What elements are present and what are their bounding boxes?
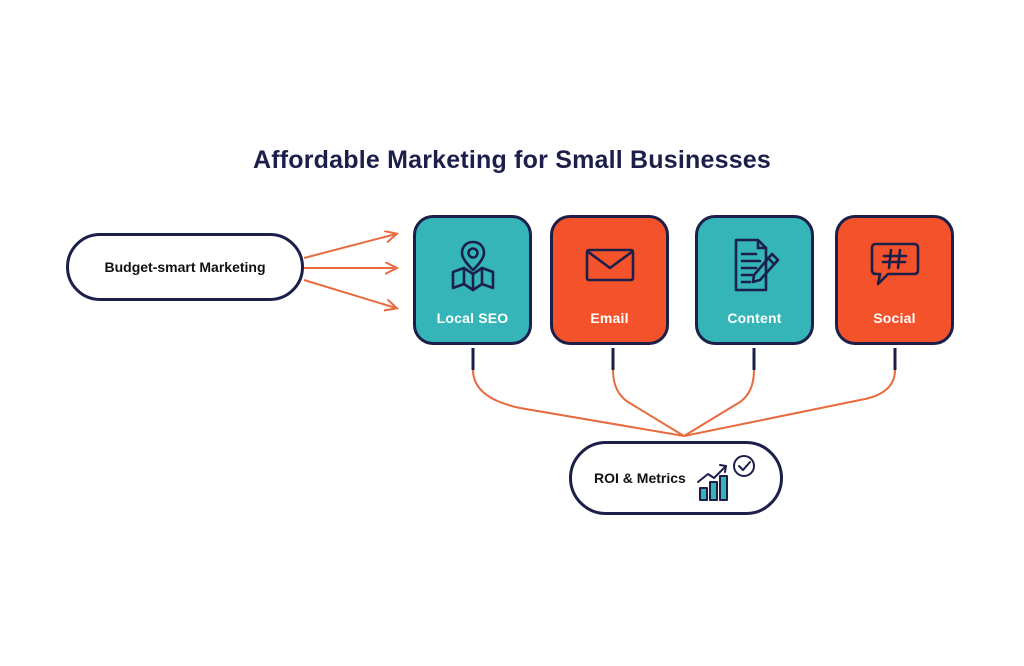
- convergence-lines: [472, 369, 896, 437]
- roi-metrics-label: ROI & Metrics: [594, 470, 686, 486]
- channel-card-social: Social: [835, 215, 954, 345]
- channel-label-social: Social: [873, 310, 916, 326]
- channel-card-content: Content: [695, 215, 814, 345]
- line-email: [612, 369, 685, 437]
- source-arrow-top: [303, 234, 396, 259]
- channel-stems: [471, 348, 897, 370]
- channel-label-email: Email: [590, 310, 629, 326]
- roi-metrics-node: ROI & Metrics: [569, 441, 783, 515]
- growth-chart-check-icon: [696, 455, 755, 501]
- budget-smart-marketing-node: Budget-smart Marketing: [66, 233, 304, 301]
- budget-smart-marketing-label: Budget-smart Marketing: [104, 259, 266, 275]
- line-local-seo: [472, 369, 685, 437]
- channel-card-email: Email: [550, 215, 669, 345]
- hashtag-chat-icon: [863, 236, 927, 294]
- source-arrow-bottom: [303, 279, 396, 308]
- channel-card-local-seo: Local SEO: [413, 215, 532, 345]
- document-pencil-icon: [723, 236, 787, 294]
- map-pin-icon: [441, 236, 505, 294]
- channel-label-local-seo: Local SEO: [436, 310, 509, 326]
- envelope-icon: [578, 236, 642, 294]
- channel-label-content: Content: [727, 310, 782, 326]
- source-arrows: [303, 234, 396, 308]
- line-content: [683, 369, 755, 437]
- line-social: [683, 369, 896, 437]
- page-title: Affordable Marketing for Small Businesse…: [252, 146, 772, 174]
